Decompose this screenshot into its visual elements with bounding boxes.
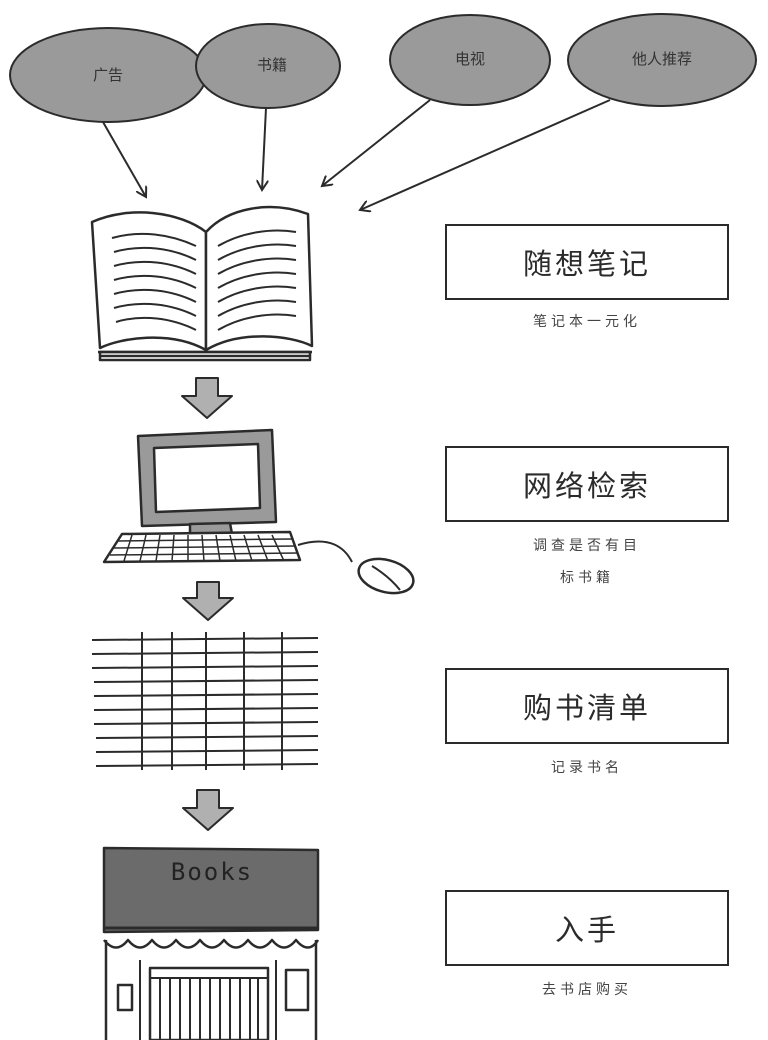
step-caption: 记录书名 [445, 752, 729, 784]
source-label: 书籍 [257, 56, 287, 74]
caption-line: 记录书名 [551, 760, 623, 776]
source-node-recommend: 他人推荐 [567, 13, 757, 107]
bookstore-icon: Books [102, 846, 320, 1040]
arrow-connector [360, 99, 611, 210]
store-sign-text: Books [171, 858, 253, 886]
step-caption: 笔记本一元化 [445, 306, 729, 338]
source-label: 他人推荐 [632, 50, 692, 68]
computer-icon [102, 428, 415, 595]
step-box-search: 网络检索 [445, 446, 729, 522]
caption-line: 去书店购买 [542, 982, 632, 998]
step-box-memo: 随想笔记 [445, 224, 729, 300]
step-title: 随想笔记 [522, 247, 651, 281]
source-node-ad: 广告 [9, 27, 207, 123]
arrow-connector [102, 121, 146, 197]
step-title: 购书清单 [522, 691, 651, 725]
down-arrow-icon [181, 377, 233, 419]
down-arrow-icon [182, 581, 234, 621]
list-grid-icon [91, 632, 319, 770]
step-caption: 调查是否有目 标书籍 [445, 530, 729, 594]
caption-line: 笔记本一元化 [533, 314, 641, 330]
step-caption: 去书店购买 [445, 974, 729, 1006]
step-box-list: 购书清单 [445, 668, 729, 744]
caption-line: 调查是否有目 [533, 538, 641, 554]
source-label: 广告 [93, 66, 123, 84]
down-arrow-icon [182, 789, 234, 831]
source-node-books: 书籍 [195, 23, 341, 109]
source-node-tv: 电视 [389, 14, 551, 106]
arrow-connector [262, 107, 266, 190]
step-box-acquire: 入手 [445, 890, 729, 966]
caption-line: 标书籍 [560, 570, 614, 586]
step-title: 网络检索 [522, 469, 651, 503]
source-label: 电视 [455, 50, 485, 68]
step-title: 入手 [554, 913, 619, 947]
open-book-icon [90, 205, 314, 362]
arrow-connector [322, 99, 431, 186]
